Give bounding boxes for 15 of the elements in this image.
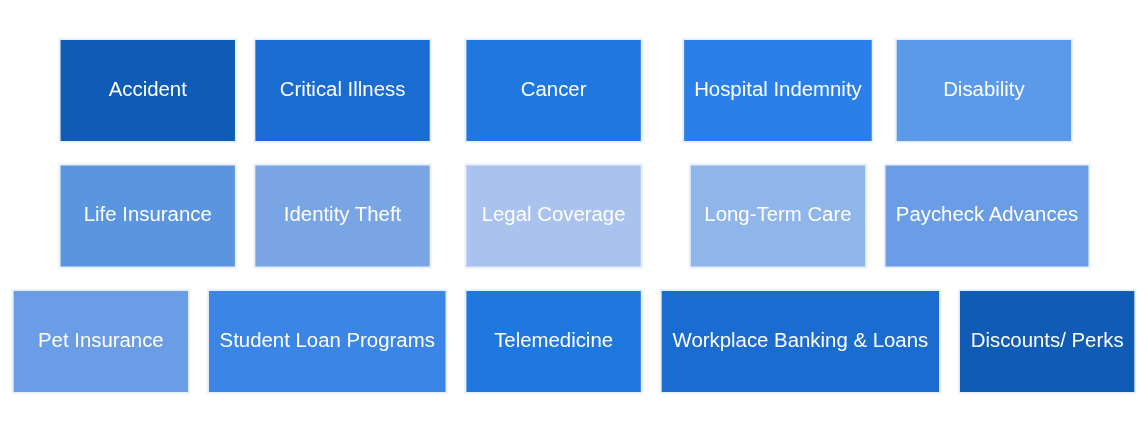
node-box: Critical Illness xyxy=(253,38,432,144)
node-box: Long-Term Care xyxy=(688,163,868,269)
node-box: Paycheck Advances xyxy=(883,163,1091,269)
node-box: Hospital Indemnity xyxy=(682,38,874,144)
node-box: Telemedicine xyxy=(464,288,643,394)
node-box: Identity Theft xyxy=(253,163,432,269)
node-box: Accident xyxy=(58,38,237,144)
node-box: Legal Coverage xyxy=(464,163,643,269)
node-box: Pet Insurance xyxy=(11,288,191,394)
node-box: Discounts/ Perks xyxy=(957,288,1137,394)
node-box: Cancer xyxy=(464,38,643,144)
node-box: Student Loan Programs xyxy=(206,288,448,394)
node-box: Disability xyxy=(894,38,1074,144)
node-box: Workplace Banking & Loans xyxy=(659,288,942,394)
node-box: Life Insurance xyxy=(58,163,237,269)
